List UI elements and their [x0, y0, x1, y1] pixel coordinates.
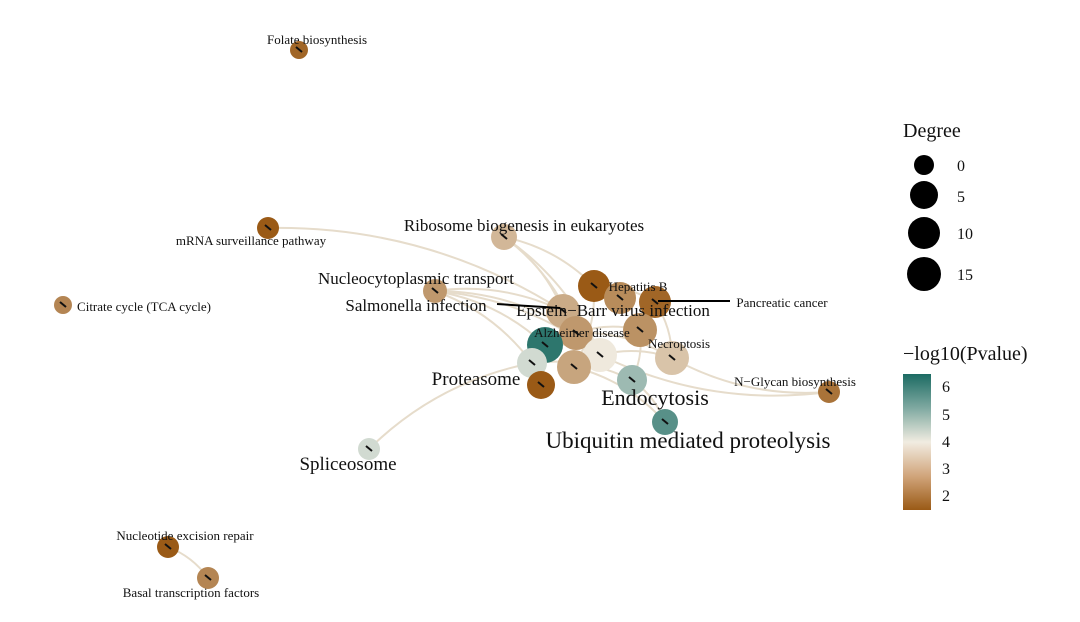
node-label: Spliceosome: [299, 454, 396, 475]
node-label: N−Glycan biosynthesis: [734, 374, 856, 389]
color-tick: 6: [942, 379, 950, 396]
node-tick-mark: [636, 326, 644, 333]
node-label: Ribosome biogenesis in eukaryotes: [404, 216, 644, 235]
color-bar: [903, 374, 931, 510]
degree-legend-dot-10: [908, 217, 940, 249]
edge: [368, 362, 533, 450]
degree-legend: Degree 0 5 10 15: [903, 120, 973, 291]
node-tick-mark: [616, 294, 624, 301]
node-tick-mark: [295, 46, 303, 53]
label-leader-line: [496, 303, 561, 309]
node-labels: Folate biosynthesis mRNA surveillance pat…: [77, 32, 856, 600]
edge: [503, 236, 601, 356]
node-tick-mark: [559, 307, 567, 314]
edge: [671, 357, 830, 394]
color-legend: −log10(Pvalue) 6 5 4 3 2: [903, 343, 1028, 510]
node-tick-mark: [365, 445, 373, 452]
node-tick-mark: [431, 287, 439, 294]
degree-legend-label: 0: [957, 158, 965, 175]
node-tick-mark: [59, 301, 67, 308]
node-label: Necroptosis: [648, 336, 710, 351]
node-tick-mark: [825, 388, 833, 395]
degree-legend-dot-0: [914, 155, 934, 175]
node-tick-mark: [661, 418, 669, 425]
degree-legend-label: 15: [957, 267, 973, 284]
node-label: Basal transcription factors: [123, 585, 259, 600]
color-tick: 2: [942, 488, 950, 505]
edge: [267, 226, 564, 312]
node-tick-mark: [668, 354, 676, 361]
node-label: Citrate cycle (TCA cycle): [77, 299, 211, 314]
color-tick: 5: [942, 407, 950, 424]
color-tick: 4: [942, 434, 950, 451]
degree-legend-dot-5: [910, 181, 938, 209]
node-label: Salmonella infection: [345, 296, 487, 315]
node-tick-mark: [628, 376, 636, 383]
color-legend-title: −log10(Pvalue): [903, 343, 1028, 365]
degree-legend-label: 5: [957, 189, 965, 206]
node-label: mRNA surveillance pathway: [176, 233, 327, 248]
node-tick-mark: [500, 233, 508, 240]
degree-legend-title: Degree: [903, 120, 961, 142]
node-tick-mark: [570, 363, 578, 370]
node-tick-mark: [204, 574, 212, 581]
degree-legend-dot-15: [907, 257, 941, 291]
node-tick-mark: [596, 351, 604, 358]
node-tick-mark: [528, 359, 536, 366]
nodes: [54, 41, 840, 589]
node-label: Nucleocytoplasmic transport: [318, 269, 514, 288]
node-label: Nucleotide excision repair: [116, 528, 254, 543]
node-label: Ubiquitin mediated proteolysis: [546, 428, 831, 453]
node-label: Endocytosis: [601, 385, 709, 410]
node-tick-mark: [164, 543, 172, 550]
node-tick-mark: [264, 224, 272, 231]
node-tick-mark: [590, 282, 598, 289]
node-label: Alzheimer disease: [534, 325, 630, 340]
node-tick-mark: [651, 298, 659, 305]
degree-legend-label: 10: [957, 226, 973, 243]
node-label: Folate biosynthesis: [267, 32, 367, 47]
node-label: Epstein−Barr virus infection: [516, 301, 710, 320]
node-label: Hepatitis B: [609, 279, 668, 294]
node-label: Proteasome: [432, 369, 521, 390]
node-tick-mark: [537, 381, 545, 388]
node-tick-mark: [541, 341, 549, 348]
color-tick: 3: [942, 461, 950, 478]
node-tick-mark: [572, 329, 580, 336]
node-label: Pancreatic cancer: [736, 295, 828, 310]
